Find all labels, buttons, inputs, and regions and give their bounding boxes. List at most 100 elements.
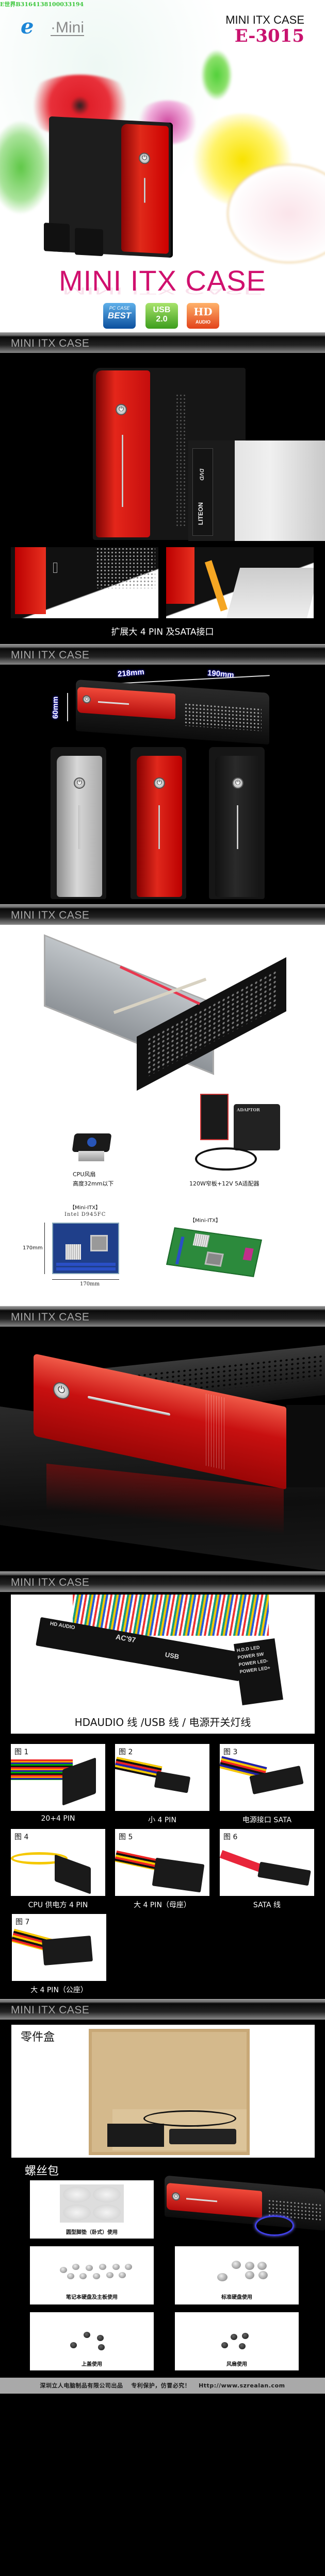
case-red-front: ⏻ bbox=[96, 370, 150, 537]
footer-bar: 深圳立人电脑制品有限公司出品 专利保护，仿冒必究！ Http://www.szr… bbox=[0, 2378, 325, 2394]
screw-icon bbox=[67, 2273, 74, 2279]
vent-holes bbox=[184, 702, 262, 732]
footer-notice: 专利保护，仿冒必究！ bbox=[131, 2382, 191, 2389]
adapter-brick: ADAPTOR bbox=[234, 1104, 280, 1150]
screw-caption: 风扇使用 bbox=[226, 2362, 247, 2367]
heatsink bbox=[78, 1151, 104, 1161]
case-black-front: ⏻ bbox=[215, 756, 261, 897]
flat-case-image: ⏻ bbox=[76, 679, 269, 745]
screw-caption: 上盖使用 bbox=[82, 2362, 102, 2367]
brand-logo-e: e bbox=[21, 14, 34, 39]
front-ports-photo bbox=[11, 547, 158, 618]
badge-top-text: PC CASE bbox=[109, 306, 130, 311]
screw-icon bbox=[217, 2273, 228, 2281]
section-header-text: MINI ITX CASE bbox=[11, 337, 90, 349]
rubber-feet-sheet bbox=[60, 2184, 124, 2223]
screw-icon bbox=[98, 2344, 105, 2350]
red-case-image: ⏻ bbox=[131, 747, 188, 899]
board2-tag: 【Mini-ITX】 bbox=[190, 1218, 221, 1224]
ram-slot bbox=[175, 1236, 185, 1265]
board1-width: 170mm bbox=[80, 1281, 100, 1287]
figure-label: 图 5 bbox=[119, 1833, 133, 1841]
badge-top-text: HD bbox=[193, 306, 213, 318]
screw-item-fan: 风扇使用 bbox=[175, 2312, 299, 2370]
highlight-circle bbox=[255, 2215, 294, 2236]
width-measure-line bbox=[52, 1279, 119, 1280]
connector-cpu-4-pin bbox=[55, 1854, 91, 1894]
cable-figure-1: 图 1 bbox=[11, 1744, 105, 1811]
badge-usb-2: USB 2.0 bbox=[145, 303, 178, 329]
case-red-front: ⏻ bbox=[77, 687, 175, 720]
hero-title-reflection: MINI ITX CASE bbox=[62, 285, 263, 297]
fan-hub bbox=[87, 1138, 96, 1147]
cable-figure-7: 图 7 bbox=[12, 1914, 106, 1981]
screw-icon bbox=[84, 2332, 90, 2338]
rubber-foot bbox=[93, 2205, 121, 2221]
cable-figure-6: 图 6 bbox=[220, 1829, 314, 1896]
badge-top-text: USB bbox=[153, 306, 171, 314]
hero-model: E-3015 bbox=[234, 26, 304, 46]
product-detail-page: E世界B3164138100033194 e ·Mini MINI ITX CA… bbox=[0, 0, 325, 2394]
switch-connector: H.D.D LED POWER SW POWER LED- POWER LED+ bbox=[234, 1638, 283, 1705]
case-red-front: ⏻ bbox=[137, 756, 182, 897]
section-header: MINI ITX CASE bbox=[0, 644, 325, 665]
connector-label: HD AUDIO bbox=[49, 1621, 76, 1631]
height-measure-line bbox=[67, 693, 68, 721]
silver-case-image: ⏻ bbox=[51, 747, 108, 899]
chipset-heatsink bbox=[192, 1233, 210, 1248]
cable-caption: 小 4 PIN bbox=[148, 1816, 176, 1824]
screw-icon bbox=[258, 2271, 268, 2279]
chipset-heatsink bbox=[66, 1244, 81, 1260]
parts-box-title: 零件盒 bbox=[21, 2031, 55, 2044]
light-strip bbox=[158, 805, 160, 849]
power-button-icon: ⏻ bbox=[154, 777, 165, 789]
screw-icon bbox=[125, 2264, 132, 2270]
wire-bundle bbox=[115, 1756, 163, 1779]
cardboard-box bbox=[89, 2029, 250, 2155]
height-measure-line bbox=[44, 1223, 45, 1274]
section-header-text: MINI ITX CASE bbox=[11, 2004, 90, 2016]
screw-icon bbox=[231, 2334, 237, 2340]
rubber-foot bbox=[63, 2205, 91, 2221]
screw-icon bbox=[242, 2333, 249, 2339]
open-chassis-image bbox=[34, 934, 294, 1091]
vent-holes bbox=[96, 547, 155, 588]
connector-molex-male bbox=[42, 1935, 93, 1966]
figure-label: 图 6 bbox=[223, 1833, 238, 1841]
section-header-text: MINI ITX CASE bbox=[11, 1577, 90, 1588]
footer-url-link[interactable]: Http://www.szrealan.com bbox=[199, 2382, 285, 2389]
figure-label: 图 4 bbox=[14, 1833, 29, 1841]
parts-box-photo: 零件盒 bbox=[11, 2025, 315, 2158]
screw-icon bbox=[97, 2335, 104, 2341]
dvd-tray bbox=[192, 448, 213, 536]
cable-caption: 大 4 PIN（公座） bbox=[30, 1986, 88, 1994]
case-stand bbox=[75, 228, 103, 257]
cable-caption: SATA 线 bbox=[253, 1901, 281, 1909]
screw-pack-title: 螺丝包 bbox=[25, 2165, 59, 2178]
cable-figure-3: 图 3 bbox=[220, 1744, 314, 1811]
cable-caption: CPU 供电方 4 PIN bbox=[28, 1901, 88, 1909]
section-header: MINI ITX CASE bbox=[0, 332, 325, 353]
cpu-socket bbox=[204, 1251, 224, 1267]
cpu-fan-image bbox=[72, 1133, 112, 1164]
screw-icon bbox=[119, 2272, 126, 2278]
badge-bottom-text: 2.0 bbox=[156, 315, 168, 324]
black-case-image: ⏻ bbox=[209, 747, 267, 899]
power-button-icon: ⏻ bbox=[116, 404, 127, 415]
light-strip bbox=[122, 435, 123, 507]
screw-icon bbox=[79, 2273, 87, 2279]
light-strip bbox=[144, 178, 145, 203]
section-header-text: MINI ITX CASE bbox=[11, 1311, 90, 1323]
screw-icon bbox=[221, 2342, 228, 2348]
hero-big-title: MINI ITX CASE bbox=[59, 264, 266, 297]
screw-icon bbox=[106, 2272, 113, 2278]
vent-holes bbox=[175, 394, 186, 528]
section-header-text: MINI ITX CASE bbox=[11, 909, 90, 921]
screw-icon bbox=[93, 2273, 100, 2279]
section-header: MINI ITX CASE bbox=[0, 1571, 325, 1592]
power-button-icon: ⏻ bbox=[172, 2192, 180, 2201]
section-header: MINI ITX CASE bbox=[0, 1999, 325, 2020]
sata-cable bbox=[204, 560, 228, 612]
cable-caption: 大 4 PIN（母座） bbox=[134, 1901, 191, 1909]
dvd-drive: DVD LITEON bbox=[188, 440, 325, 541]
